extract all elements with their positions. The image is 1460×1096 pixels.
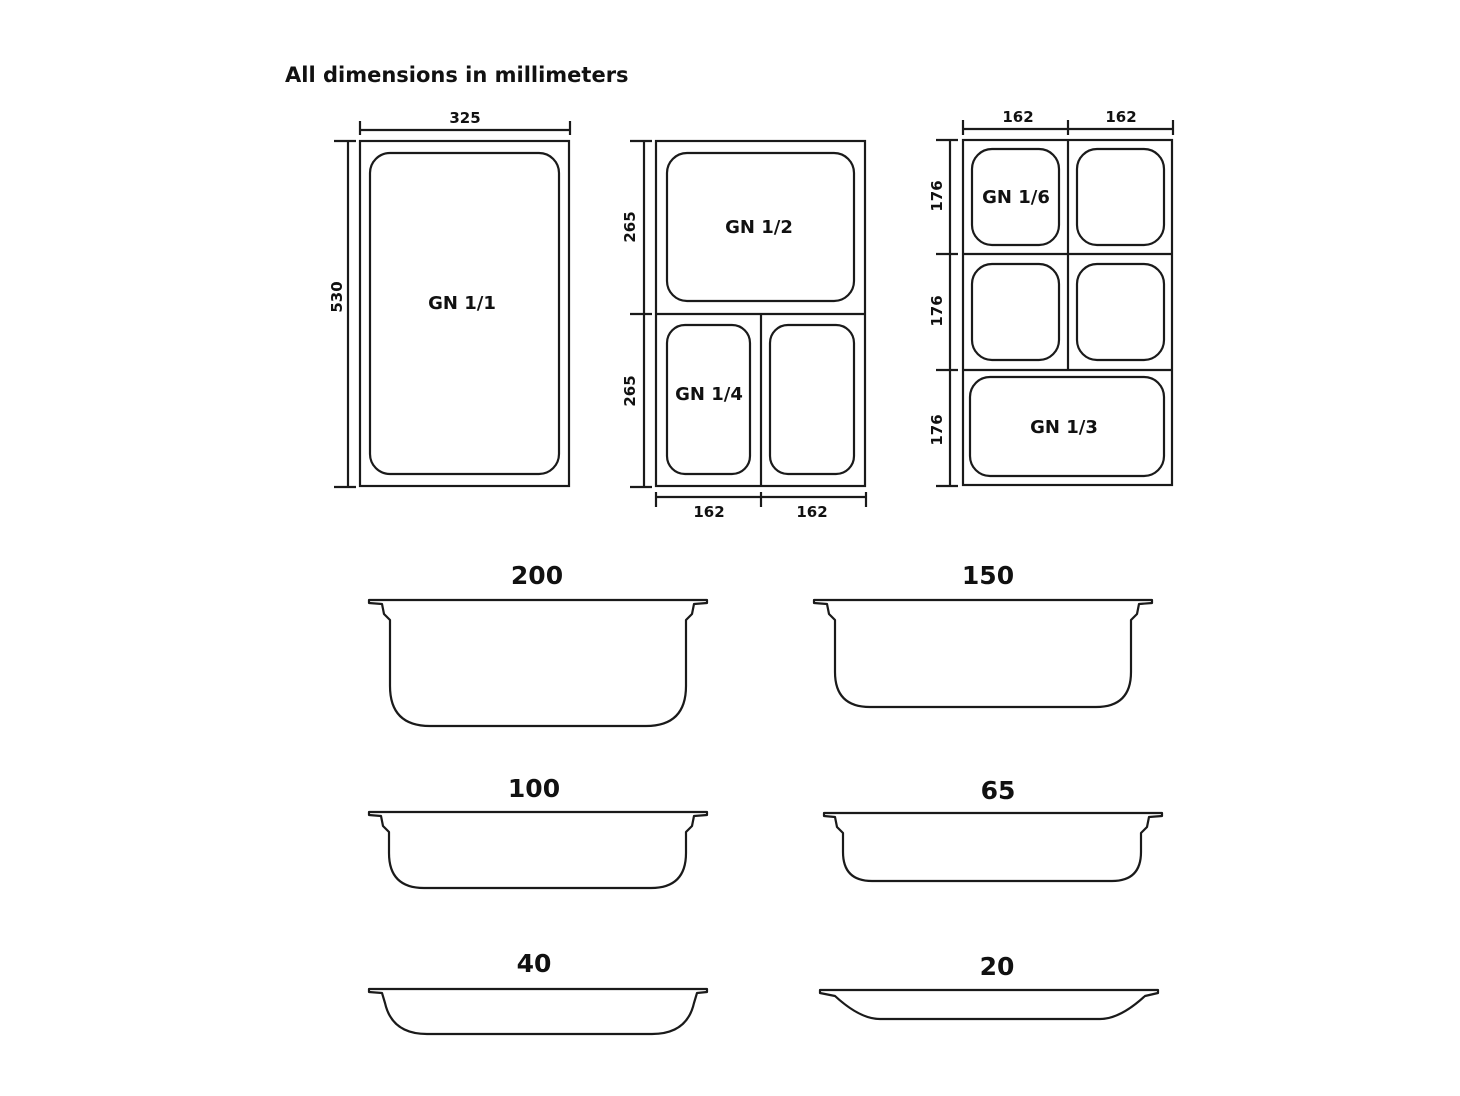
gn-1-2-height-label: 265 <box>621 211 639 242</box>
depth-profile-20: 20 <box>818 952 1160 1021</box>
gn-1-2-height-dimension: 265 265 <box>621 139 652 489</box>
gn-1-3-label: GN 1/3 <box>1030 417 1098 438</box>
gn-1-3-height-label: 176 <box>928 414 946 445</box>
gn-1-1-label: GN 1/1 <box>428 293 496 314</box>
gn-1-1-width-dimension: 325 <box>358 109 572 135</box>
gn-1-1-height-dimension: 530 <box>328 139 356 489</box>
depth-label-40: 40 <box>517 949 552 978</box>
gn-1-6-height-dimension: 176 176 176 <box>928 138 958 488</box>
gn-1-6-width-dimension: 162 162 <box>961 108 1175 135</box>
depth-profile-65: 65 <box>822 776 1164 883</box>
gn-1-4-width-left-label: 162 <box>693 503 724 521</box>
gn-1-6-and-1-3-top-view: GN 1/6 GN 1/3 <box>961 138 1174 487</box>
depth-label-20: 20 <box>980 952 1015 981</box>
gn-1-1-height-label: 530 <box>328 281 346 312</box>
depth-label-150: 150 <box>962 561 1014 590</box>
depth-profile-40: 40 <box>367 949 709 1036</box>
depth-profile-150: 150 <box>812 561 1154 709</box>
gn-1-6-height-1-label: 176 <box>928 180 946 211</box>
gn-1-6-height-2-label: 176 <box>928 295 946 326</box>
depth-label-200: 200 <box>511 561 563 590</box>
gn-1-2-label: GN 1/2 <box>725 217 793 238</box>
depth-profile-200: 200 <box>367 561 709 728</box>
gn-1-6-width-left-label: 162 <box>1002 108 1033 126</box>
depth-profile-100: 100 <box>367 774 709 890</box>
heading: All dimensions in millimeters <box>285 63 629 87</box>
gn-1-4-width-right-label: 162 <box>796 503 827 521</box>
gn-1-4-height-label: 265 <box>621 375 639 406</box>
gn-1-2-and-1-4-top-view: GN 1/2 GN 1/4 <box>654 139 867 488</box>
depth-label-100: 100 <box>508 774 560 803</box>
gn-1-6-width-right-label: 162 <box>1105 108 1136 126</box>
depth-label-65: 65 <box>981 776 1016 805</box>
gn-1-1-pan-top-view: GN 1/1 <box>358 139 571 488</box>
gn-1-4-width-dimension: 162 162 <box>654 492 868 521</box>
gn-1-6-label: GN 1/6 <box>982 187 1050 208</box>
gn-1-1-width-label: 325 <box>449 109 480 127</box>
gn-1-4-label: GN 1/4 <box>675 384 743 405</box>
